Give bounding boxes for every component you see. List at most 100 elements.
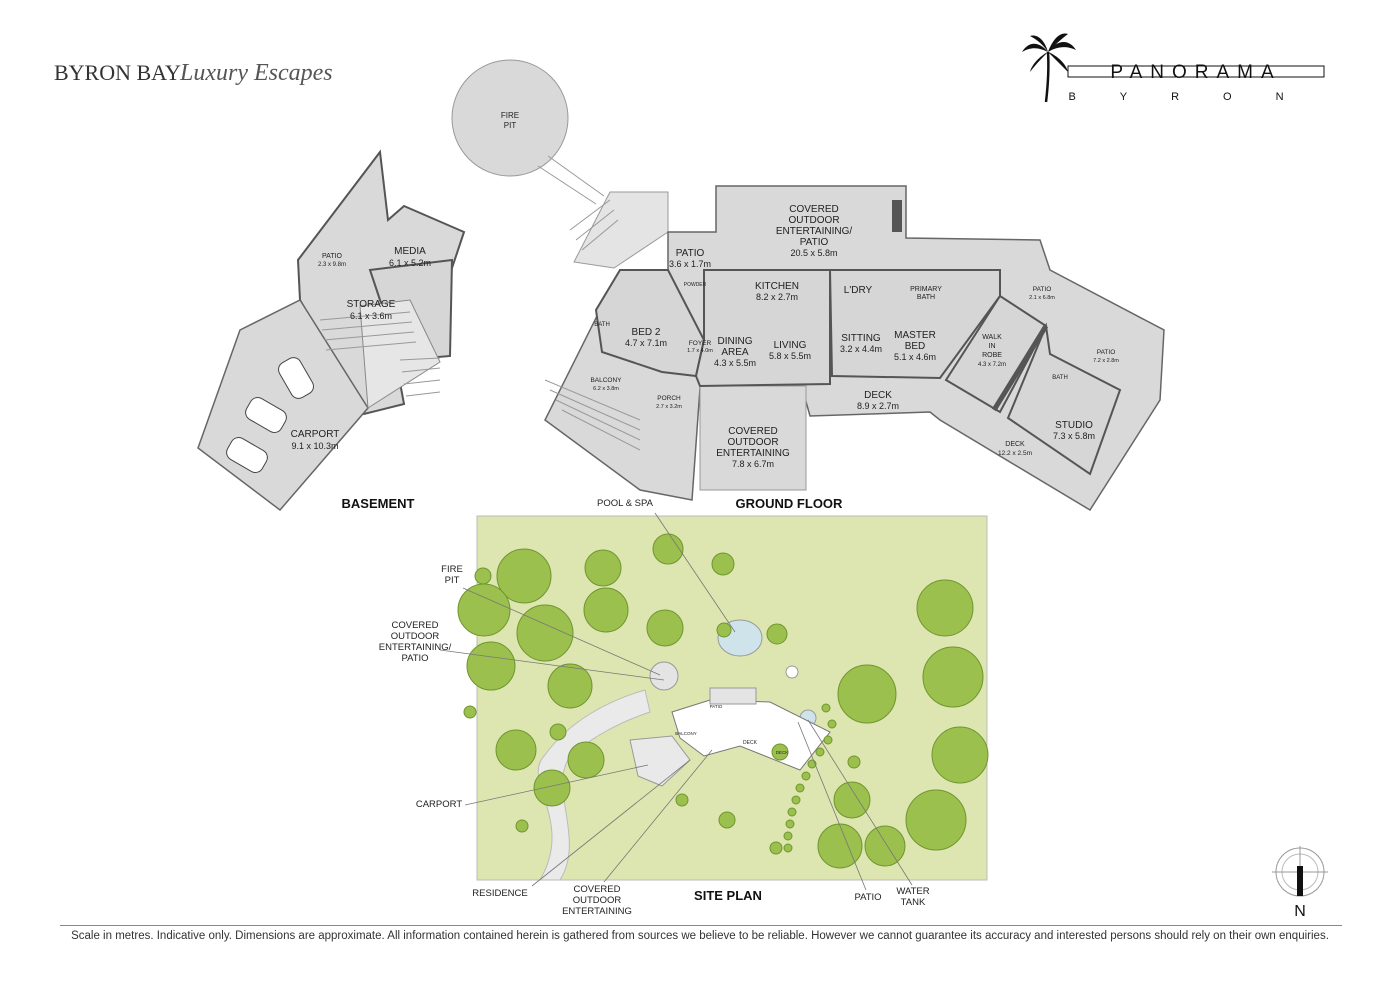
site-patio: PATIO xyxy=(854,892,881,903)
basement-patio-dims: 2.3 x 9.8m xyxy=(318,262,346,268)
basement-plan: PATIO 2.3 x 9.8m MEDIA 6.1 x 5.2m STORAG… xyxy=(197,149,466,512)
porch-dims: 2.7 x 3.2m xyxy=(656,404,682,410)
dining-dims: 4.3 x 5.5m xyxy=(714,358,756,368)
brand-left-a: BYRON BAY xyxy=(54,60,181,85)
car-icon xyxy=(226,357,314,473)
patio-a-dims: 3.6 x 1.7m xyxy=(669,259,711,269)
foyer-name: FOYER xyxy=(689,340,712,347)
site-cov-patio-3: ENTERTAINING/ xyxy=(379,642,452,653)
covered-patio-2: OUTDOOR xyxy=(788,215,839,226)
byron-bay-brand: BYRON BAY Luxury Escapes xyxy=(54,60,333,86)
covered-ent-1: COVERED xyxy=(728,426,777,437)
master-1: MASTER xyxy=(894,330,936,341)
balcony-dims: 6.2 x 3.8m xyxy=(593,386,619,392)
living-dims: 5.8 x 5.5m xyxy=(769,351,811,361)
deck-b-name: DECK xyxy=(1005,441,1025,448)
bed2-dims: 4.7 x 7.1m xyxy=(625,338,667,348)
site-fire-pit-1: FIRE xyxy=(441,564,463,575)
fire-pit-label-2: PIT xyxy=(504,121,517,130)
wir-3: ROBE xyxy=(982,352,1002,359)
footer-rule xyxy=(60,925,1342,926)
logo-main: PANORAMA xyxy=(1110,62,1281,83)
laundry-label: L'DRY xyxy=(844,285,873,296)
studio-name: STUDIO xyxy=(1055,420,1093,431)
ground-floor-plan: FIRE PIT COVERED OUTDOOR ENTERTAINING/ P… xyxy=(451,59,1165,512)
kitchen-name: KITCHEN xyxy=(755,281,799,292)
primary-bath-2: BATH xyxy=(917,294,935,301)
covered-patio-dims: 20.5 x 5.8m xyxy=(790,248,837,258)
carport-name: CARPORT xyxy=(291,429,340,440)
dining-1: DINING xyxy=(718,336,753,347)
deck-b-dims: 12.2 x 2.5m xyxy=(998,450,1032,457)
site-carport: CARPORT xyxy=(416,799,462,810)
balcony-name: BALCONY xyxy=(590,377,622,384)
north-arrow-icon: N xyxy=(1272,846,1328,920)
living-name: LIVING xyxy=(774,340,807,351)
brand-left-b: Luxury Escapes xyxy=(179,60,333,86)
primary-bath-1: PRIMARY xyxy=(910,286,942,293)
patio-c-dims: 7.2 x 2.8m xyxy=(1093,358,1119,364)
site-pool-spa: POOL & SPA xyxy=(597,498,654,509)
patio-b-dims: 2.1 x 6.8m xyxy=(1029,295,1055,301)
site-mini-deck: DECK xyxy=(743,740,758,746)
site-residence: RESIDENCE xyxy=(472,888,527,899)
studio-dims: 7.3 x 5.8m xyxy=(1053,431,1095,441)
powder-label: POWDER xyxy=(684,282,707,288)
master-dims: 5.1 x 4.6m xyxy=(894,352,936,362)
site-cov-ent-3: ENTERTAINING xyxy=(562,906,632,917)
wir-dims: 4.3 x 7.2m xyxy=(978,362,1006,368)
site-cov-patio-4: PATIO xyxy=(401,653,428,664)
trees xyxy=(457,533,989,869)
site-cov-ent-2: OUTDOOR xyxy=(573,895,622,906)
site-cov-patio-1: COVERED xyxy=(392,620,439,631)
patio-b-name: PATIO xyxy=(1033,286,1052,293)
ground-floor-title: GROUND FLOOR xyxy=(736,496,843,511)
site-cov-ent-1: COVERED xyxy=(574,884,621,895)
dining-2: AREA xyxy=(721,347,749,358)
bath-label: BATH xyxy=(594,322,610,328)
media-name: MEDIA xyxy=(394,246,426,257)
deck-a-dims: 8.9 x 2.7m xyxy=(857,401,899,411)
site-cov-patio-2: OUTDOOR xyxy=(391,631,440,642)
covered-ent-3: ENTERTAINING xyxy=(716,448,790,459)
north-label: N xyxy=(1294,903,1306,920)
sitting-dims: 3.2 x 4.4m xyxy=(840,344,882,354)
master-2: BED xyxy=(905,341,926,352)
storage-name: STORAGE xyxy=(347,299,396,310)
basement-title: BASEMENT xyxy=(342,496,415,511)
site-plan: POOL & SPA FIRE PIT COVERED OUTDOOR ENTE… xyxy=(379,498,989,917)
site-water-tank-1: WATER xyxy=(896,886,929,897)
palm-tree-icon xyxy=(1022,33,1076,103)
site-mini-balcony: BALCONY xyxy=(675,731,697,736)
site-water-tank-2: TANK xyxy=(901,897,926,908)
foyer-dims: 1.7 x 4.0m xyxy=(687,348,713,354)
deck-a-name: DECK xyxy=(864,390,892,401)
covered-ent-dims: 7.8 x 6.7m xyxy=(732,459,774,469)
covered-patio-3: ENTERTAINING/ xyxy=(776,226,853,237)
bed2-name: BED 2 xyxy=(632,327,661,338)
storage-dims: 6.1 x 3.6m xyxy=(350,311,392,321)
panorama-logo: PANORAMA BYRON xyxy=(1022,33,1327,103)
media-dims: 6.1 x 5.2m xyxy=(389,258,431,268)
porch-name: PORCH xyxy=(657,395,681,402)
patio-c-name: PATIO xyxy=(1097,349,1116,356)
patio-a-name: PATIO xyxy=(676,248,705,259)
covered-patio-4: PATIO xyxy=(800,237,829,248)
carport-dims: 9.1 x 10.3m xyxy=(291,441,338,451)
logo-sub: BYRON xyxy=(1068,91,1327,103)
sitting-name: SITTING xyxy=(841,333,881,344)
site-fire-pit-2: PIT xyxy=(445,575,460,586)
disclaimer-text: Scale in metres. Indicative only. Dimens… xyxy=(71,930,1329,942)
wir-2: IN xyxy=(989,343,996,350)
covered-ent-2: OUTDOOR xyxy=(727,437,778,448)
basement-patio-name: PATIO xyxy=(322,253,343,260)
site-plan-title: SITE PLAN xyxy=(694,888,762,903)
covered-patio-1: COVERED xyxy=(789,204,838,215)
wir-1: WALK xyxy=(982,334,1002,341)
kitchen-dims: 8.2 x 2.7m xyxy=(756,292,798,302)
fire-pit-label-1: FIRE xyxy=(501,111,519,120)
site-mini-deck2: DECK xyxy=(776,750,789,755)
site-mini-patio: PATIO xyxy=(710,704,723,709)
bath2-label: BATH xyxy=(1052,375,1068,381)
